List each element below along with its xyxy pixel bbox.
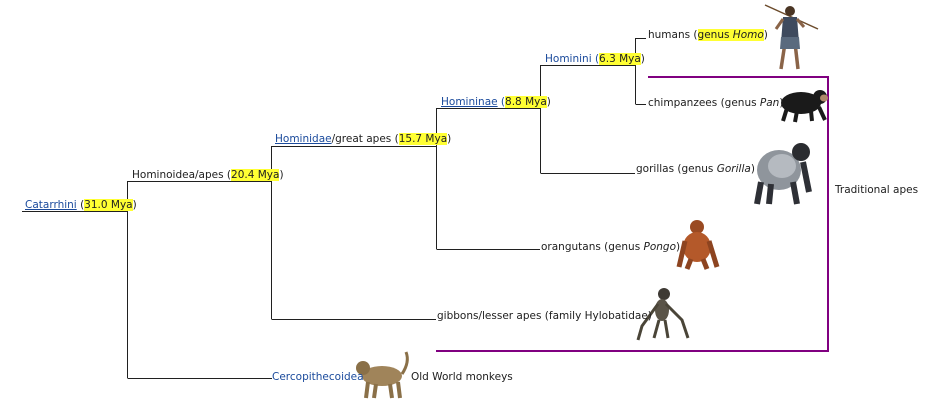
gorillas-label: gorillas (genus Gorilla) (636, 163, 755, 175)
humans-label: humans (genus Homo) (648, 29, 768, 41)
chimpanzee-icon (781, 90, 828, 123)
homininae-label[interactable]: Homininae (8.8 Mya) (441, 96, 551, 108)
homininae-link[interactable]: Homininae (441, 96, 498, 108)
hominoidea-label: Hominoidea/apes (20.4 Mya) (132, 169, 284, 181)
gorilla-icon (754, 143, 812, 205)
hominini-age: 6.3 Mya (599, 53, 641, 65)
traditional-apes-bracket (436, 76, 829, 352)
catarrhini-age: 31.0 Mya (84, 199, 133, 211)
old-world-monkeys-label: Old World monkeys (411, 371, 513, 383)
gorillas-genus: Gorilla (716, 163, 751, 175)
orangutans-genus: Pongo (643, 241, 677, 253)
humans-genus: Homo (732, 29, 764, 41)
hominidae-age: 15.7 Mya (398, 133, 448, 145)
chimpanzees-label: chimpanzees (genus Pan) (648, 97, 784, 109)
cercopithecoidea-label[interactable]: Cercopithecoidea (272, 371, 364, 384)
baboon-icon (356, 351, 409, 399)
hominidae-label[interactable]: Hominidae/great apes (15.7 Mya) (275, 133, 452, 145)
orangutan-icon (676, 220, 720, 270)
cercopithecoidea-link[interactable]: Cercopithecoidea (272, 371, 364, 383)
hominini-label[interactable]: Hominini (6.3 Mya) (545, 53, 645, 65)
gibbon-icon (636, 288, 690, 341)
catarrhini-link[interactable]: Catarrhini (25, 199, 77, 211)
hominini-link[interactable]: Hominini (545, 53, 592, 65)
chimpanzees-genus: Pan (759, 97, 780, 109)
hominidae-link[interactable]: Hominidae (275, 133, 332, 145)
catarrhini-label[interactable]: Catarrhini (31.0 Mya) (25, 199, 137, 211)
tree-lines (22, 38, 646, 379)
orangutans-label: orangutans (genus Pongo) (541, 241, 681, 253)
gibbons-label: gibbons/lesser apes (family Hylobatidae) (437, 310, 652, 322)
hominoidea-age: 20.4 Mya (231, 169, 280, 181)
human-icon (764, 4, 819, 70)
traditional-apes-label: Traditional apes (835, 184, 919, 196)
homininae-age: 8.8 Mya (505, 96, 547, 108)
